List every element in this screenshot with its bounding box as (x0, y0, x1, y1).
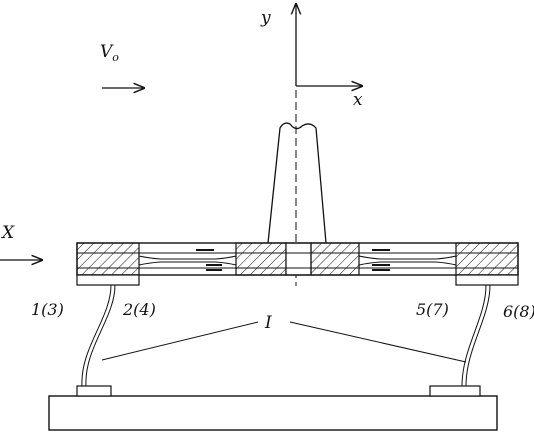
gauge-label-left-outer: 1(3) (31, 300, 64, 319)
flow-velocity-indicator: Vo (100, 42, 144, 88)
foot-right (455, 274, 519, 286)
hatched-block-center-right (310, 242, 360, 276)
flexure-left (138, 249, 237, 271)
coordinate-axes: y x (260, 4, 363, 110)
model-outline (267, 122, 327, 244)
wire-left (81, 284, 116, 387)
foot-left (76, 274, 140, 286)
force-x-indicator: X (0, 223, 42, 260)
callout-I: I (101, 313, 467, 363)
center-slot (285, 242, 312, 276)
x-axis-label: x (353, 90, 363, 110)
y-axis-label: y (260, 8, 271, 28)
model-body (267, 122, 327, 244)
force-x-label: X (0, 223, 15, 243)
hatched-block-left (76, 242, 140, 276)
gauge-label-right-outer: 6(8) (503, 302, 534, 321)
callout-leader-right (289, 321, 467, 363)
gauge-label-left-inner: 2(4) (122, 300, 156, 319)
flow-velocity-label: Vo (100, 42, 119, 64)
balance-plate (76, 242, 519, 286)
wire-right (461, 284, 491, 387)
gauge-label-right-inner: 5(7) (416, 300, 449, 319)
hatched-block-right (455, 242, 519, 276)
plate-outline (76, 242, 519, 276)
base-pad-right (429, 385, 481, 397)
flexure-right (358, 249, 457, 271)
hatched-block-center-left (235, 242, 287, 276)
base-block (48, 385, 498, 431)
base-plate (48, 395, 498, 431)
base-pad-left (76, 385, 112, 397)
callout-label: I (264, 313, 272, 333)
callout-leader-left (101, 321, 259, 361)
